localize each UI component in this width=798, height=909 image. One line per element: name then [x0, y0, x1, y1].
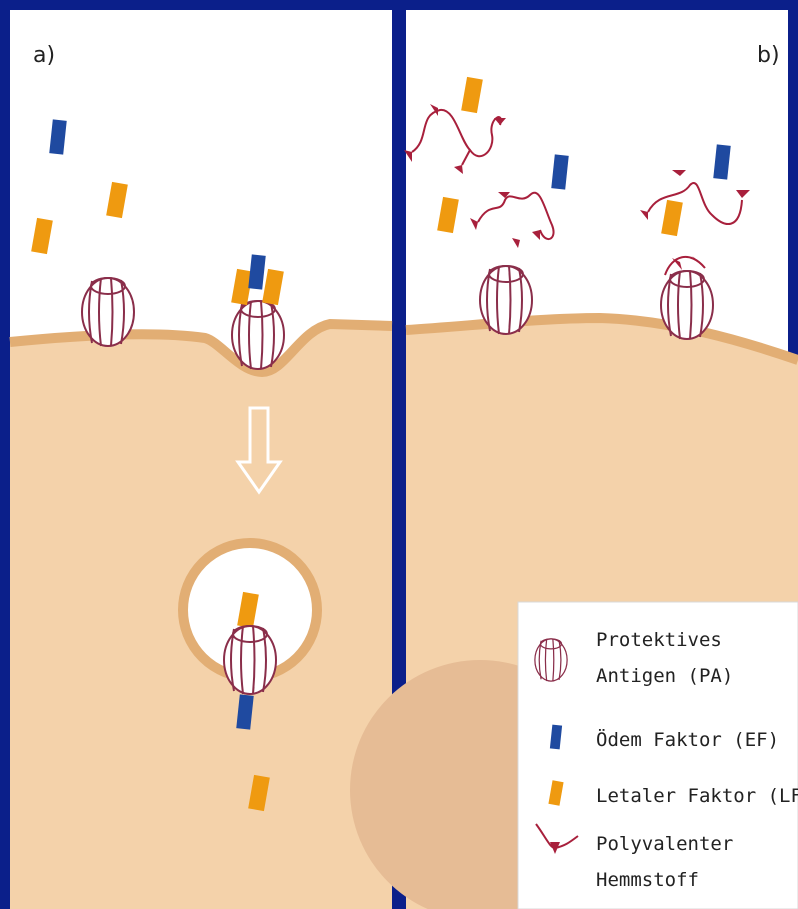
panel-label-a: a) [33, 43, 55, 68]
legend-ef-label: Ödem Faktor (EF) [596, 728, 779, 751]
legend-pa-line1: Protektives [596, 629, 722, 651]
legend-pa-icon [535, 639, 567, 681]
pa-molecule [82, 278, 134, 346]
panel-label-b: b) [757, 43, 780, 68]
legend: Protektives Antigen (PA) Ödem Faktor (EF… [518, 602, 798, 909]
pa-molecule [480, 266, 532, 334]
legend-lf-label: Letaler Faktor (LF) [596, 785, 798, 807]
pa-molecule [224, 626, 276, 694]
panel-a: a) [10, 10, 392, 909]
pa-molecule [661, 271, 713, 339]
legend-pa-line2: Antigen (PA) [596, 665, 733, 687]
pa-molecule [232, 301, 284, 369]
legend-inhibitor-line2: Hemmstoff [596, 869, 699, 891]
legend-inhibitor-line1: Polyvalenter [596, 833, 733, 855]
